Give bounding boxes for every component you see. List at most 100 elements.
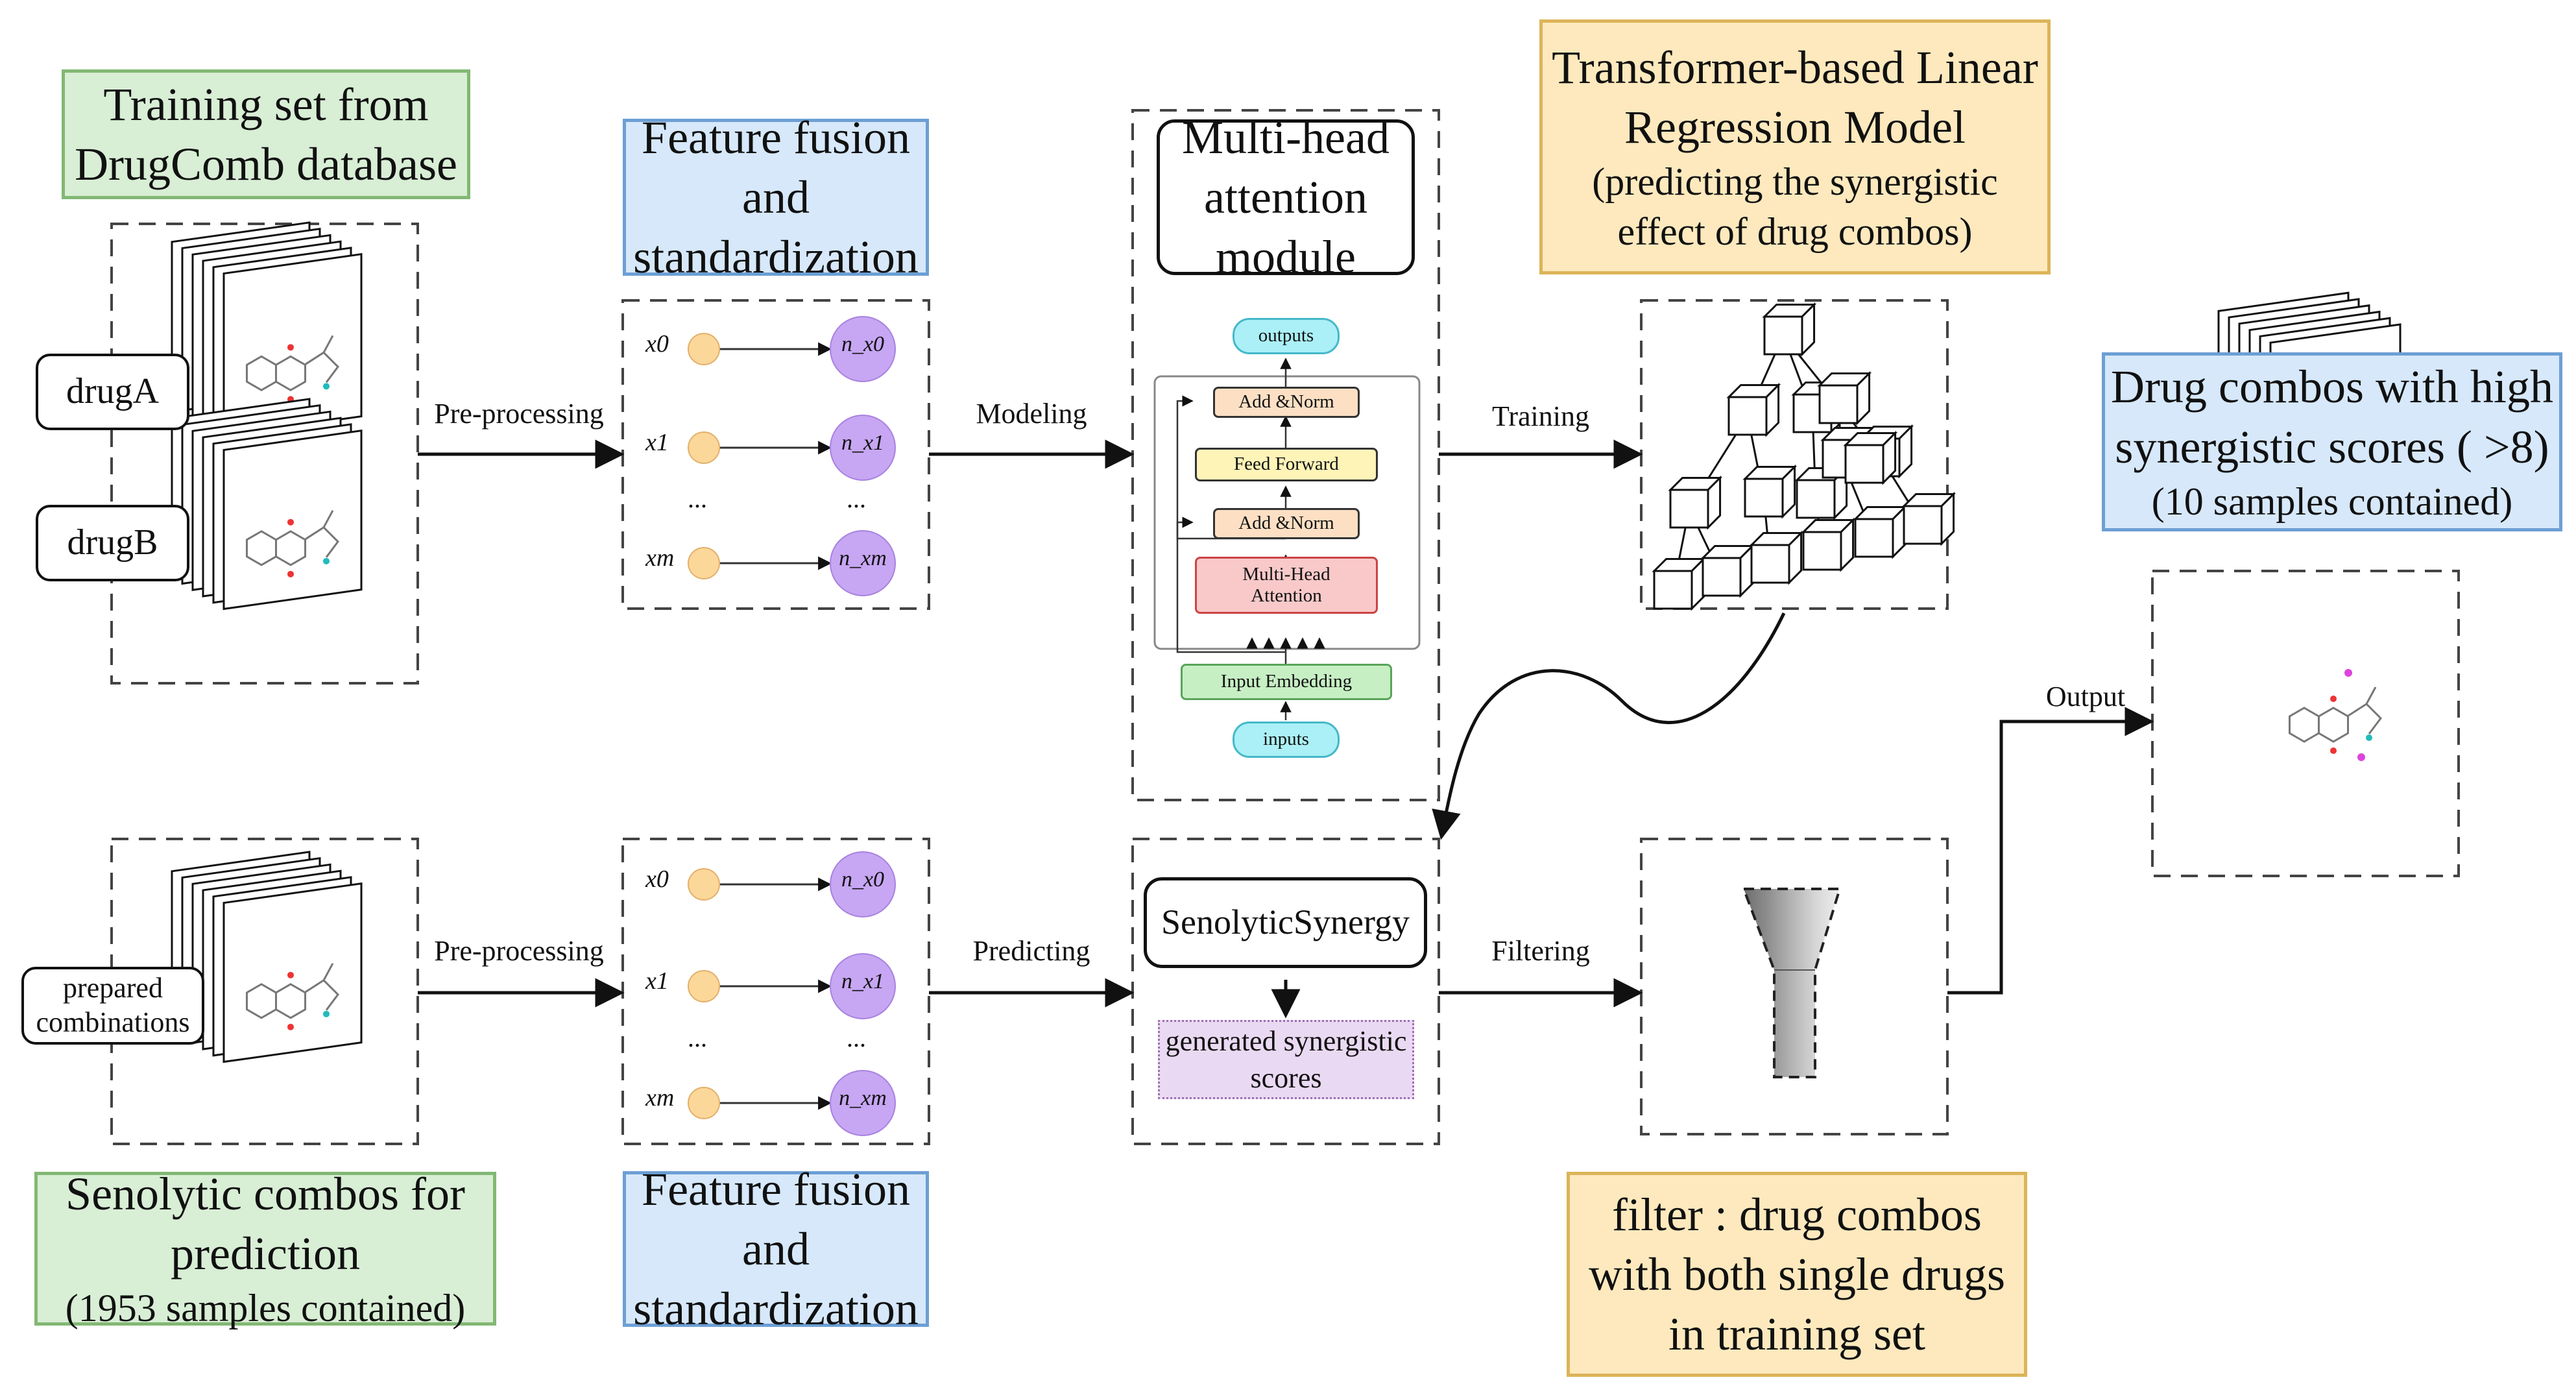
molecule-structure <box>245 510 339 577</box>
prepared-line-1: prepared <box>63 972 163 1004</box>
feature-input-node <box>688 1087 720 1119</box>
molecule-stack-prepared <box>171 851 363 1063</box>
arrow-output <box>1947 707 2154 995</box>
molecule-structure <box>245 963 339 1030</box>
flow-arrows <box>418 439 2154 1019</box>
transformer-line-4: effect of drug combos) <box>1617 210 1973 253</box>
label-preprocessing-top: Pre-processing <box>434 398 604 430</box>
transformer-line-2: Regression Model <box>1624 101 1966 153</box>
filter-line-3: in training set <box>1668 1308 1925 1361</box>
output-box-line-3: (10 samples contained) <box>2151 479 2513 523</box>
transformer-model-box: Transformer-based Linear Regression Mode… <box>1539 19 2051 274</box>
tf-mha-line-2: Attention <box>1251 585 1322 606</box>
feature-ellipsis: ... <box>688 484 707 513</box>
arrow-curved-training-to-predict <box>1432 612 1786 840</box>
feature-top-line-3: standardization <box>633 231 919 284</box>
feature-output-node <box>830 851 896 917</box>
drugB-tag: drugB <box>36 505 189 581</box>
feature-output-label: n_x0 <box>841 332 885 356</box>
feature-input-node <box>688 431 720 464</box>
transformer-diagram <box>1153 358 1421 720</box>
feature-output-node <box>830 415 896 481</box>
model-cube <box>1762 302 1817 357</box>
prepared-line-2: combinations <box>36 1006 190 1038</box>
molecule-stack-drugA <box>171 221 363 437</box>
feature-fusion-top-box: Feature fusion and standardization <box>623 112 929 283</box>
training-set-line-1: Training set from <box>103 78 429 130</box>
output-frame <box>2151 570 2460 877</box>
molecule-structure <box>245 335 339 403</box>
molecule-stack-drugB <box>171 398 363 611</box>
feature-input-node <box>688 868 720 901</box>
tf-add-norm-bottom-block: Add &Norm <box>1213 508 1360 539</box>
feature-input-label: x0 <box>645 330 669 358</box>
model-cube <box>1742 464 1798 519</box>
model-cube <box>1843 430 1898 485</box>
feature-output-label: n_x1 <box>841 431 885 455</box>
generated-scores-line-2: scores <box>1250 1062 1322 1094</box>
feature-ellipsis: ... <box>847 1023 866 1052</box>
senolytic-combos-box: Senolytic combos for prediction (1953 sa… <box>34 1168 496 1329</box>
cube-pyramid-model <box>1652 302 1956 611</box>
mha-line-1: Multi-head <box>1182 111 1390 164</box>
model-cube <box>1817 370 1872 426</box>
model-cube <box>1652 556 1707 611</box>
output-box-line-1: Drug combos with high <box>2111 361 2553 413</box>
feature-input-node <box>688 970 720 1002</box>
model-cube <box>1726 382 1781 437</box>
feature-input-label: x1 <box>645 967 669 995</box>
label-modeling: Modeling <box>976 398 1087 430</box>
funnel-icon <box>1742 888 1842 1078</box>
feature-input-label: xm <box>645 544 675 572</box>
tf-input-embedding-block: Input Embedding <box>1181 664 1392 700</box>
feature-bottom-line-1: Feature fusion <box>642 1163 910 1215</box>
training-set-box: Training set from DrugComb database <box>62 69 470 199</box>
generated-scores-line-1: generated synergistic <box>1165 1025 1407 1057</box>
senolytic-line-1: Senolytic combos for <box>66 1167 465 1220</box>
feature-top-line-2: and <box>742 171 810 223</box>
model-cube <box>1749 530 1804 585</box>
model-cube <box>1668 475 1723 530</box>
feature-ellipsis: ... <box>847 484 866 513</box>
tf-outputs-block: outputs <box>1233 318 1340 354</box>
label-output: Output <box>2045 681 2126 712</box>
label-filtering: Filtering <box>1491 935 1590 967</box>
feature-output-label: n_xm <box>839 546 887 570</box>
funnel-frame <box>1640 838 1949 1135</box>
feature-ellipsis: ... <box>688 1023 707 1052</box>
senolytic-line-2: prediction <box>171 1228 360 1280</box>
model-cube <box>1901 491 1956 546</box>
high-synergy-output-box: Drug combos with high synergistic scores… <box>2102 352 2562 531</box>
feature-fusion-bottom-box: Feature fusion and standardization <box>623 1163 929 1335</box>
filter-box: filter : drug combos with both single dr… <box>1567 1172 2027 1377</box>
feature-output-node <box>830 530 896 596</box>
senolytic-line-3: (1953 samples contained) <box>65 1287 466 1330</box>
feature-output-label: n_x0 <box>841 867 885 892</box>
feature-nodes-bottom <box>688 851 896 1136</box>
tf-multi-head-attention-block: Multi-Head Attention <box>1195 557 1378 614</box>
tf-inputs-block: inputs <box>1233 722 1340 758</box>
training-set-line-2: DrugComb database <box>75 138 457 190</box>
label-training: Training <box>1492 400 1589 432</box>
transformer-line-3: (predicting the synergistic <box>1592 160 1998 203</box>
feature-output-node <box>830 1070 896 1136</box>
model-cube <box>1794 465 1849 520</box>
feature-top-line-1: Feature fusion <box>642 111 910 164</box>
drugA-tag: drugA <box>36 354 189 430</box>
senolytic-synergy-box: SenolyticSynergy <box>1144 877 1427 968</box>
transformer-line-1: Transformer-based Linear <box>1552 41 2038 93</box>
filter-line-2: with both single drugs <box>1589 1248 2005 1300</box>
prepared-combinations-tag: prepared combinations <box>21 967 204 1045</box>
multi-head-attention-module-box: Multi-head attention module <box>1157 112 1415 283</box>
feature-bottom-line-2: and <box>742 1222 810 1275</box>
output-box-line-2: synergistic scores ( >8) <box>2115 420 2549 473</box>
filter-line-1: filter : drug combos <box>1612 1188 1982 1241</box>
model-cube <box>1700 543 1755 598</box>
feature-input-label: x0 <box>645 866 669 893</box>
feature-output-node <box>830 316 896 382</box>
feature-output-label: n_x1 <box>841 969 885 993</box>
tf-mha-line-1: Multi-Head <box>1242 563 1330 585</box>
mha-line-2: attention <box>1204 171 1367 223</box>
tf-feed-forward-block: Feed Forward <box>1195 448 1378 481</box>
